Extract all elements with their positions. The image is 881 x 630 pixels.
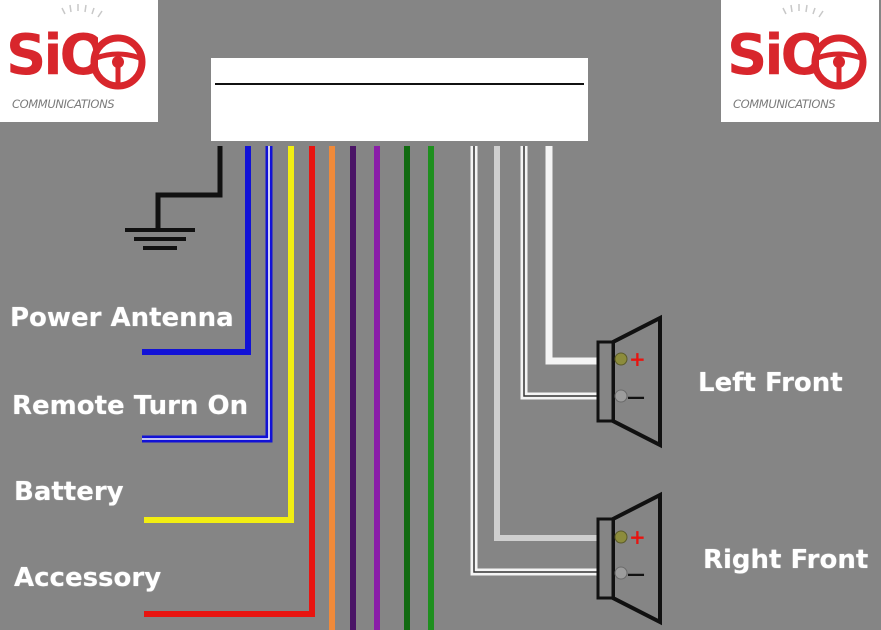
ground-symbol-icon xyxy=(125,228,195,250)
sio-logo-mark-icon xyxy=(782,4,867,90)
head-unit-connector xyxy=(211,58,588,141)
remote-turn-on-label: Remote Turn On xyxy=(12,391,249,421)
right-front-positive-sign: + xyxy=(629,525,646,549)
accessory-wire xyxy=(144,146,315,617)
accessory-label: Accessory xyxy=(14,563,162,593)
left-front-positive-sign: + xyxy=(629,347,646,371)
right-front-label: Right Front xyxy=(703,545,869,575)
left-front-negative-wire xyxy=(520,146,613,400)
logo-brand-text: SiO xyxy=(727,28,819,84)
left-front-positive-wire xyxy=(545,146,613,365)
sio-logo-right: SiO COMMUNICATIONS xyxy=(721,0,879,122)
left-front-negative-sign: — xyxy=(627,387,645,408)
right-front-negative-sign: — xyxy=(627,564,645,585)
battery-wire xyxy=(144,146,294,523)
battery-label: Battery xyxy=(14,477,124,507)
right-front-negative-wire xyxy=(470,146,613,576)
ground-wire xyxy=(155,146,223,230)
right-front-speaker-icon: + — xyxy=(596,491,662,626)
right-front-positive-wire xyxy=(494,146,613,541)
logo-brand-text: SiO xyxy=(6,28,98,84)
left-front-label: Left Front xyxy=(698,368,843,398)
remote-turn-on-wire xyxy=(142,146,273,443)
sio-logo-mark-icon xyxy=(61,4,146,90)
power-antenna-label: Power Antenna xyxy=(10,303,234,333)
logo-subtitle: COMMUNICATIONS xyxy=(12,97,115,111)
power-antenna-wire xyxy=(142,146,251,355)
logo-subtitle: COMMUNICATIONS xyxy=(733,97,836,111)
sio-logo-left: SiO COMMUNICATIONS xyxy=(0,0,158,122)
left-front-speaker-icon: + — xyxy=(596,314,662,449)
